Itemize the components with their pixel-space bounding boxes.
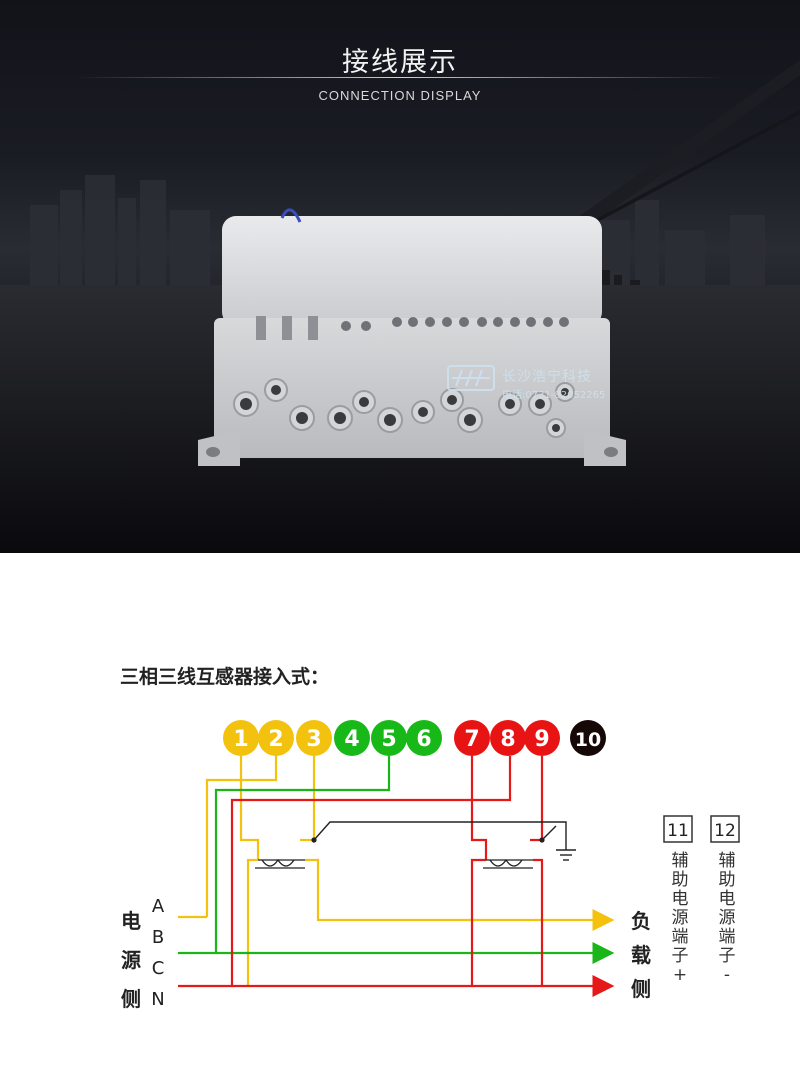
terminal-label: 1 xyxy=(233,727,248,752)
switch-dot xyxy=(539,837,545,843)
current-transformer-1 xyxy=(255,858,305,869)
terminal-circle xyxy=(371,720,407,756)
phase-label-B: B xyxy=(152,927,164,948)
aux-caption-char: 源 xyxy=(719,908,736,928)
aux-caption-char: - xyxy=(724,965,730,985)
terminal-9: 9 xyxy=(524,720,560,756)
aux-caption-char: 辅 xyxy=(719,851,736,871)
page-title: 接线展示 xyxy=(342,47,458,78)
aux-caption-char: 助 xyxy=(719,870,736,890)
title-divider xyxy=(75,77,725,78)
diagram-title: 三相三线互感器接入式： xyxy=(120,666,330,688)
aux-caption-char: 电 xyxy=(719,889,736,909)
source-side-char: 源 xyxy=(121,948,141,972)
terminal-2: 2 xyxy=(258,720,294,756)
aux-terminal-12-label: 12 xyxy=(714,821,736,841)
terminal-circle xyxy=(524,720,560,756)
wire-phase-a-yellow xyxy=(178,756,615,986)
aux-caption-char: 辅 xyxy=(672,851,689,871)
phase-label-C: C xyxy=(152,958,165,979)
terminal-circle xyxy=(570,720,606,756)
terminal-circle xyxy=(334,720,370,756)
terminal-7: 7 xyxy=(454,720,490,756)
terminal-label: 2 xyxy=(268,727,283,752)
terminal-4: 4 xyxy=(334,720,370,756)
wire-ground-link xyxy=(313,821,576,861)
terminal-8: 8 xyxy=(490,720,526,756)
terminal-circle xyxy=(490,720,526,756)
phase-label-A: A xyxy=(152,896,165,917)
load-side-char: 载 xyxy=(631,943,651,967)
terminal-circle xyxy=(406,720,442,756)
load-side-char: 侧 xyxy=(631,977,651,1001)
terminal-circle xyxy=(223,720,259,756)
load-side-char: 负 xyxy=(631,909,651,933)
terminal-label: 7 xyxy=(464,727,479,752)
terminal-label: 3 xyxy=(306,727,321,752)
switch-dot xyxy=(311,837,317,843)
aux-caption-char: + xyxy=(673,965,687,985)
source-side-char: 电 xyxy=(121,909,141,933)
terminal-circle xyxy=(258,720,294,756)
terminal-circle xyxy=(454,720,490,756)
terminal-3: 3 xyxy=(296,720,332,756)
aux-caption-char: 源 xyxy=(672,908,689,928)
watermark-text: 长沙浩宁科技 电话:0731-82052265 xyxy=(502,366,605,401)
wire-phase-b-green xyxy=(178,756,615,964)
terminal-circle xyxy=(296,720,332,756)
meter-box-image xyxy=(198,208,626,466)
current-transformer-2 xyxy=(483,858,533,869)
terminal-5: 5 xyxy=(371,720,407,756)
aux-caption-char: 子 xyxy=(672,946,689,966)
aux-caption-char: 端 xyxy=(719,927,736,947)
night-skyline-background xyxy=(0,60,800,553)
terminal-label: 6 xyxy=(416,727,431,752)
terminal-label: 4 xyxy=(344,727,359,752)
watermark-company: 长沙浩宁科技 xyxy=(502,369,592,385)
terminal-label: 5 xyxy=(381,727,396,752)
source-side-char: 侧 xyxy=(121,987,141,1011)
aux-caption-char: 助 xyxy=(672,870,689,890)
aux-terminal-11: 11 xyxy=(663,815,693,843)
terminal-label: 10 xyxy=(575,729,601,751)
terminal-10: 10 xyxy=(570,720,606,756)
terminal-label: 8 xyxy=(500,727,515,752)
wire-phase-c-red xyxy=(178,756,615,997)
watermark-phone: 电话:0731-82052265 xyxy=(502,390,606,401)
terminal-label: 9 xyxy=(534,727,549,752)
aux-terminal-11-label: 11 xyxy=(667,821,689,841)
terminal-6: 6 xyxy=(406,720,442,756)
page-subtitle: CONNECTION DISPLAY xyxy=(318,88,482,103)
aux-caption-char: 电 xyxy=(672,889,689,909)
phase-label-N: N xyxy=(151,989,164,1010)
watermark-logo xyxy=(447,365,495,391)
aux-caption-char: 端 xyxy=(672,927,689,947)
aux-caption-char: 子 xyxy=(719,946,736,966)
aux-terminal-12: 12 xyxy=(710,815,740,843)
terminal-1: 1 xyxy=(223,720,259,756)
product-photo-banner: 接线展示 CONNECTION DISPLAY 长沙浩宁科技 电话:0731-8… xyxy=(0,0,800,553)
